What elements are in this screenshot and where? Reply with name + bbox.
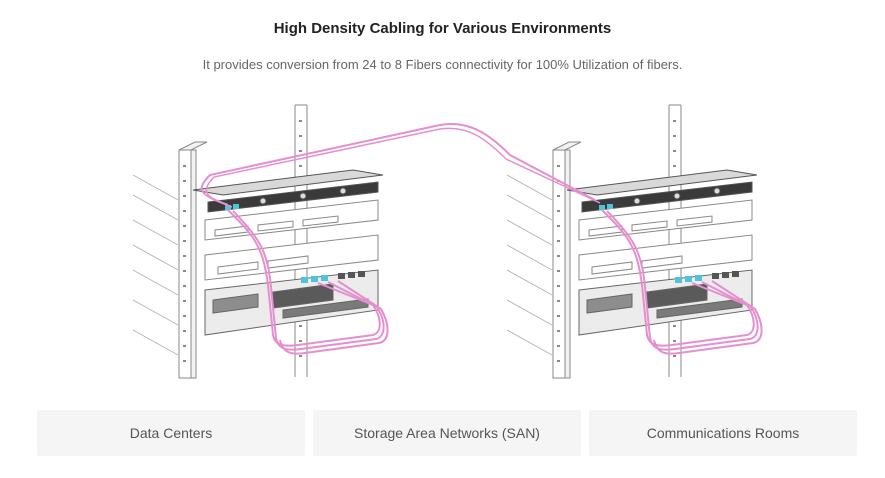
page-subtitle: It provides conversion from 24 to 8 Fibe… [202,57,683,72]
card-storage-area-networks[interactable]: Storage Area Networks (SAN) [313,410,581,456]
environment-cards: Data Centers Storage Area Networks (SAN)… [37,410,857,456]
inter-rack-fiber-cable [200,123,596,206]
inter-rack-fiber-cable-2 [205,127,601,208]
cabling-diagram [132,104,763,379]
card-communications-rooms[interactable]: Communications Rooms [589,410,857,456]
rack-right [506,104,763,379]
rack-left [132,104,389,379]
card-data-centers[interactable]: Data Centers [37,410,305,456]
page-title: High Density Cabling for Various Environ… [273,20,612,37]
